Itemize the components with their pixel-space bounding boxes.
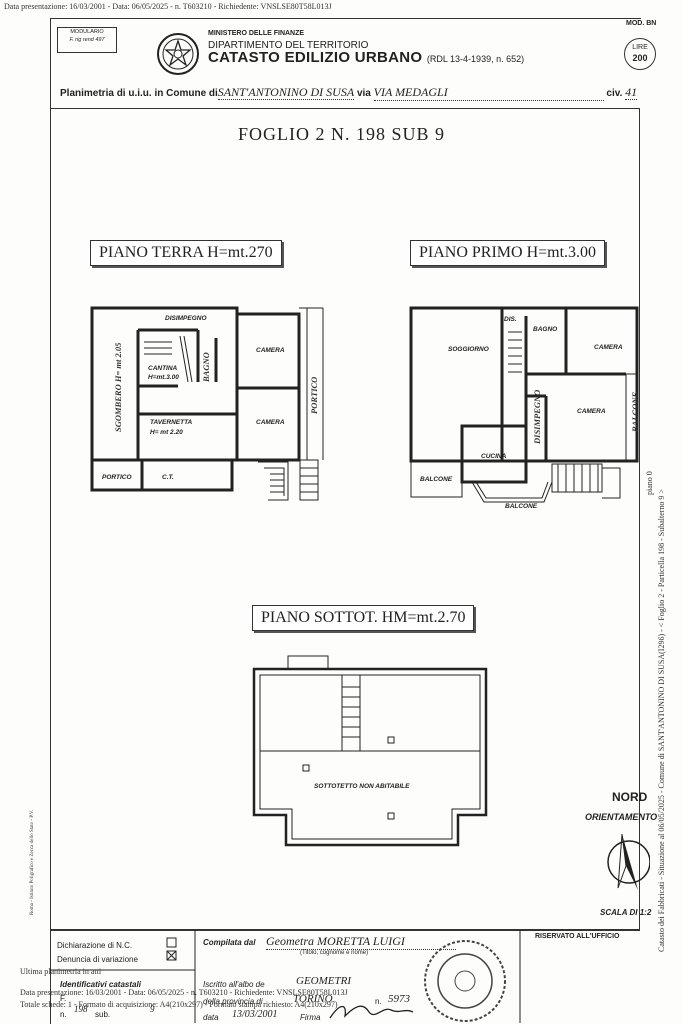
terra-disimpegno: DISIMPEGNO [165,315,207,322]
primo-balcone-right: BALCONE [630,391,640,432]
civ-value: 41 [625,85,638,100]
comune-value: SANT'ANTONINO DI SUSA [217,85,355,100]
modulario-line1: MODULARIO [70,29,104,35]
primo-balcone-left: BALCONE [420,476,453,483]
footer-grid [50,930,521,1023]
terra-portico-left: PORTICO [102,474,132,481]
side-printer-text: Roma - Istituto Poligrafico e Zecca dell… [30,809,35,915]
civ-label: civ. [606,88,623,99]
department-name: DIPARTIMENTO DEL TERRITORIO [208,40,369,51]
lire-value: 200 [632,53,648,63]
ministry-name: MINISTERO DELLE FINANZE [208,30,305,37]
plan-line: Planimetria di u.i.u. in Comune diSANT'A… [60,85,638,101]
primo-soggiorno: SOGGIORNO [448,346,489,353]
plan-prefix: Planimetria di u.i.u. in Comune di [60,88,218,99]
iscritto-value: GEOMETRI [296,975,351,987]
via-value: VIA MEDAGLI [373,85,604,101]
side-piano-text: piano 0 [645,471,654,495]
orientation-label: ORIENTAMENTO [585,812,658,822]
primo-dis: DIS. [504,316,517,323]
presentation-stamp: Data presentazione: 16/03/2001 - Data: 0… [4,2,332,11]
terra-sgombero: SGOMBERO H= mt 2.05 [113,342,123,432]
terra-camera-1: CAMERA [256,347,285,354]
piano-sottotetto-plan [252,655,488,847]
modulario-line2: F. rig rend 497 [69,37,105,43]
foglio-title: FOGLIO 2 N. 198 SUB 9 [237,124,445,144]
piano-primo-plan [409,306,639,503]
lire-label: LIRE [632,44,648,51]
compilata-label: Compilata dal [203,938,256,947]
ministry-header: MINISTERO DELLE FINANZE DIPARTIMENTO DEL… [208,28,524,65]
primo-cucina: CUCINA [481,453,507,460]
provincia-value: TORINO [293,993,333,1005]
registry-title-text: CATASTO EDILIZIO URBANO [208,49,423,66]
side-catasto-text: Catasto dei Fabbricati - Situazione al 0… [657,489,666,952]
data-value: 13/03/2001 [232,1009,278,1020]
sub-value: 9 [150,1004,155,1014]
north-label: NORD [612,790,648,804]
riservato-label: RISERVATO ALL'UFFICIO [535,933,620,940]
n-label: n. [60,1010,67,1019]
foglio-label: F. [60,994,67,1003]
scale-label: SCALA DI 1:2 [600,908,652,917]
provincia-label: della provincia di [203,997,263,1006]
terra-cantina-h: H=mt.3.00 [148,374,179,381]
numero-label: n. [375,997,382,1006]
titolo-hint: (Titolo, cognome e nome) [300,950,369,956]
sub-label: sub. [95,1010,111,1019]
primo-disimpegno: DISIMPEGNO [532,389,542,444]
overlay-presentazione: Data presentazione: 16/03/2001 - Data: 0… [20,988,348,997]
republic-emblem-icon [157,33,199,75]
overlay-totale-schede: Totale schede: 1 - Formato di acquisizio… [20,1000,338,1009]
mod-code: MOD. BN [626,20,657,27]
registry-title: CATASTO EDILIZIO URBANO (RDL 13-4-1939, … [208,49,525,66]
modulario-box: MODULARIO F. rig rend 497 [57,27,117,53]
terra-ct: C.T. [162,474,174,481]
denuncia-label: Denuncia di variazione [57,955,138,964]
foglio-value: 198 [74,1004,88,1014]
via-label: via [356,88,371,99]
iscritto-label: Iscritto all'albo de [203,980,265,989]
piano-terra-title: PIANO TERRA H=mt.270 [90,240,282,266]
piano-primo-title: PIANO PRIMO H=mt.3.00 [410,240,606,266]
terra-portico-right: PORTICO [309,376,319,414]
identificativi-label: Identificativi catastali [60,980,141,989]
lire-stamp: LIRE 200 [624,38,656,70]
primo-camera-1: CAMERA [594,344,623,351]
data-label: data [203,1013,219,1022]
primo-balcone-bottom: BALCONE [505,503,538,510]
numero-value: 5973 [388,993,410,1005]
primo-camera-2: CAMERA [577,408,606,415]
terra-tavernetta-h: H= mt 2.20 [150,429,183,436]
dichiarazione-label: Dichiarazione di N.C. [57,941,133,950]
footer-box [50,930,640,1024]
piano-terra-plan [90,306,324,501]
sottotetto-label: SOTTOTETTO NON ABITABILE [314,783,410,790]
terra-cantina: CANTINA [148,365,178,372]
compilata-name: Geometra MORETTA LUIGI [266,934,456,950]
firma-label: Firma [300,1013,321,1022]
signature-icon [329,1005,414,1019]
drawing-frame [50,108,640,930]
terra-camera-2: CAMERA [256,419,285,426]
official-seal-icon [424,940,506,1022]
north-arrow-icon [607,833,650,890]
ultima-planimetria: Ultima planimetria in atti [20,967,102,976]
registry-law: (RDL 13-4-1939, n. 652) [426,54,525,64]
terra-bagno: BAGNO [201,352,211,382]
terra-tavernetta: TAVERNETTA [150,419,193,426]
primo-bagno: BAGNO [533,326,558,333]
piano-sottotetto-title: PIANO SOTTOT. HM=mt.2.70 [252,605,475,631]
